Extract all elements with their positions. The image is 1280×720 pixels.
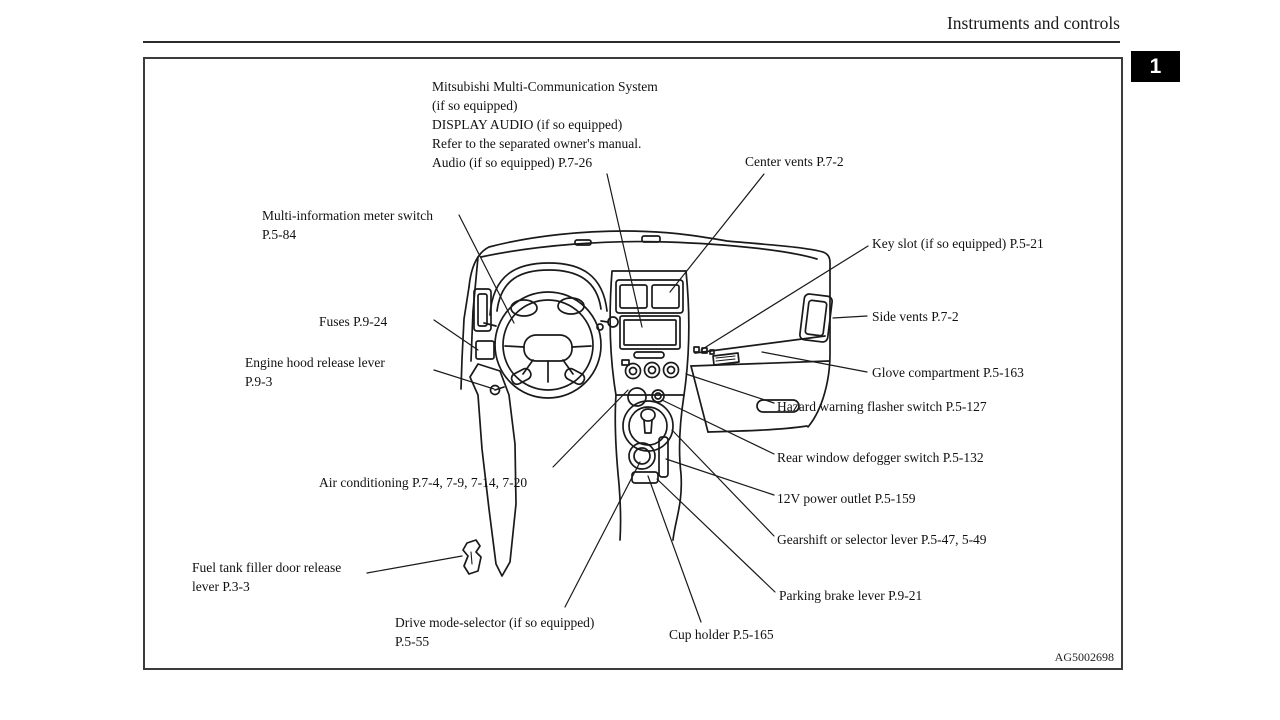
callout-parking-brake-lever: Parking brake lever P.9-21 <box>779 588 923 603</box>
center-vents-part <box>616 280 683 313</box>
center-stack <box>610 271 689 395</box>
callout-key-slot: Key slot (if so equipped) P.5-21 <box>872 236 1044 251</box>
header-rule <box>143 41 1120 43</box>
callout-12v-power-outlet: 12V power outlet P.5-159 <box>777 491 916 506</box>
left-stalk <box>484 323 496 326</box>
dashboard-illustration <box>145 59 1121 668</box>
steering-wheel <box>484 263 618 398</box>
fuel-filler-lever-icon <box>463 540 481 574</box>
dashboard-body <box>461 231 830 576</box>
multi-information-meter-switch-part <box>597 324 603 330</box>
12v-power-outlet-part <box>659 437 668 477</box>
callout-engine-hood-release-lever: Engine hood release lever P.9-3 <box>245 355 385 389</box>
callout-air-conditioning: Air conditioning P.7-4, 7-9, 7-14, 7-20 <box>319 475 528 490</box>
key-slot-part <box>694 347 699 352</box>
instrument-cluster-visor <box>490 263 607 315</box>
callout-gearshift-selector-lever: Gearshift or selector lever P.5-47, 5-49 <box>777 532 987 547</box>
callout-glove-compartment: Glove compartment P.5-163 <box>872 365 1024 380</box>
audio-display-screen <box>624 320 676 345</box>
glove-compartment-area <box>691 293 833 432</box>
figure-frame: Mitsubishi Multi-Communication System (i… <box>143 57 1123 670</box>
drive-mode-selector-knob <box>629 443 655 469</box>
callout-fuses: Fuses P.9-24 <box>319 314 388 329</box>
cup-holder-part <box>632 472 658 483</box>
side-vent-part <box>799 293 832 342</box>
climate-knob-left <box>626 364 641 379</box>
gearshift-knob <box>641 409 655 421</box>
rear-window-defogger-switch-part <box>652 390 664 402</box>
steering-hub <box>524 335 572 361</box>
callout-center-vents: Center vents P.7-2 <box>745 154 844 169</box>
page-header-title: Instruments and controls <box>946 13 1120 33</box>
callout-cup-holder: Cup holder P.5-165 <box>669 627 774 642</box>
callout-side-vents: Side vents P.7-2 <box>872 309 959 324</box>
climate-knob-right <box>664 363 679 378</box>
figure-code: AG5002698 <box>1054 650 1114 664</box>
leader-lines <box>367 174 868 622</box>
glove-box-handle <box>757 400 799 412</box>
engine-hood-release-lever-part <box>491 386 500 395</box>
callout-rear-window-defogger-switch: Rear window defogger switch P.5-132 <box>777 450 984 465</box>
callout-mmcs: Mitsubishi Multi-Communication System (i… <box>432 79 658 170</box>
driver-kick-panel <box>470 364 516 576</box>
climate-knob-center <box>645 363 660 378</box>
audio-display-frame <box>620 316 680 349</box>
callout-fuel-tank-filler-door-release-lever: Fuel tank filler door release lever P.3-… <box>192 560 342 594</box>
callout-hazard-warning-flasher-switch: Hazard warning flasher switch P.5-127 <box>777 399 987 414</box>
floor-console <box>615 388 684 540</box>
section-number-tab: 1 <box>1131 51 1180 82</box>
callout-drive-mode-selector: Drive mode-selector (if so equipped) P.5… <box>395 615 595 649</box>
callout-multi-information-meter-switch: Multi-information meter switch P.5-84 <box>262 208 433 242</box>
